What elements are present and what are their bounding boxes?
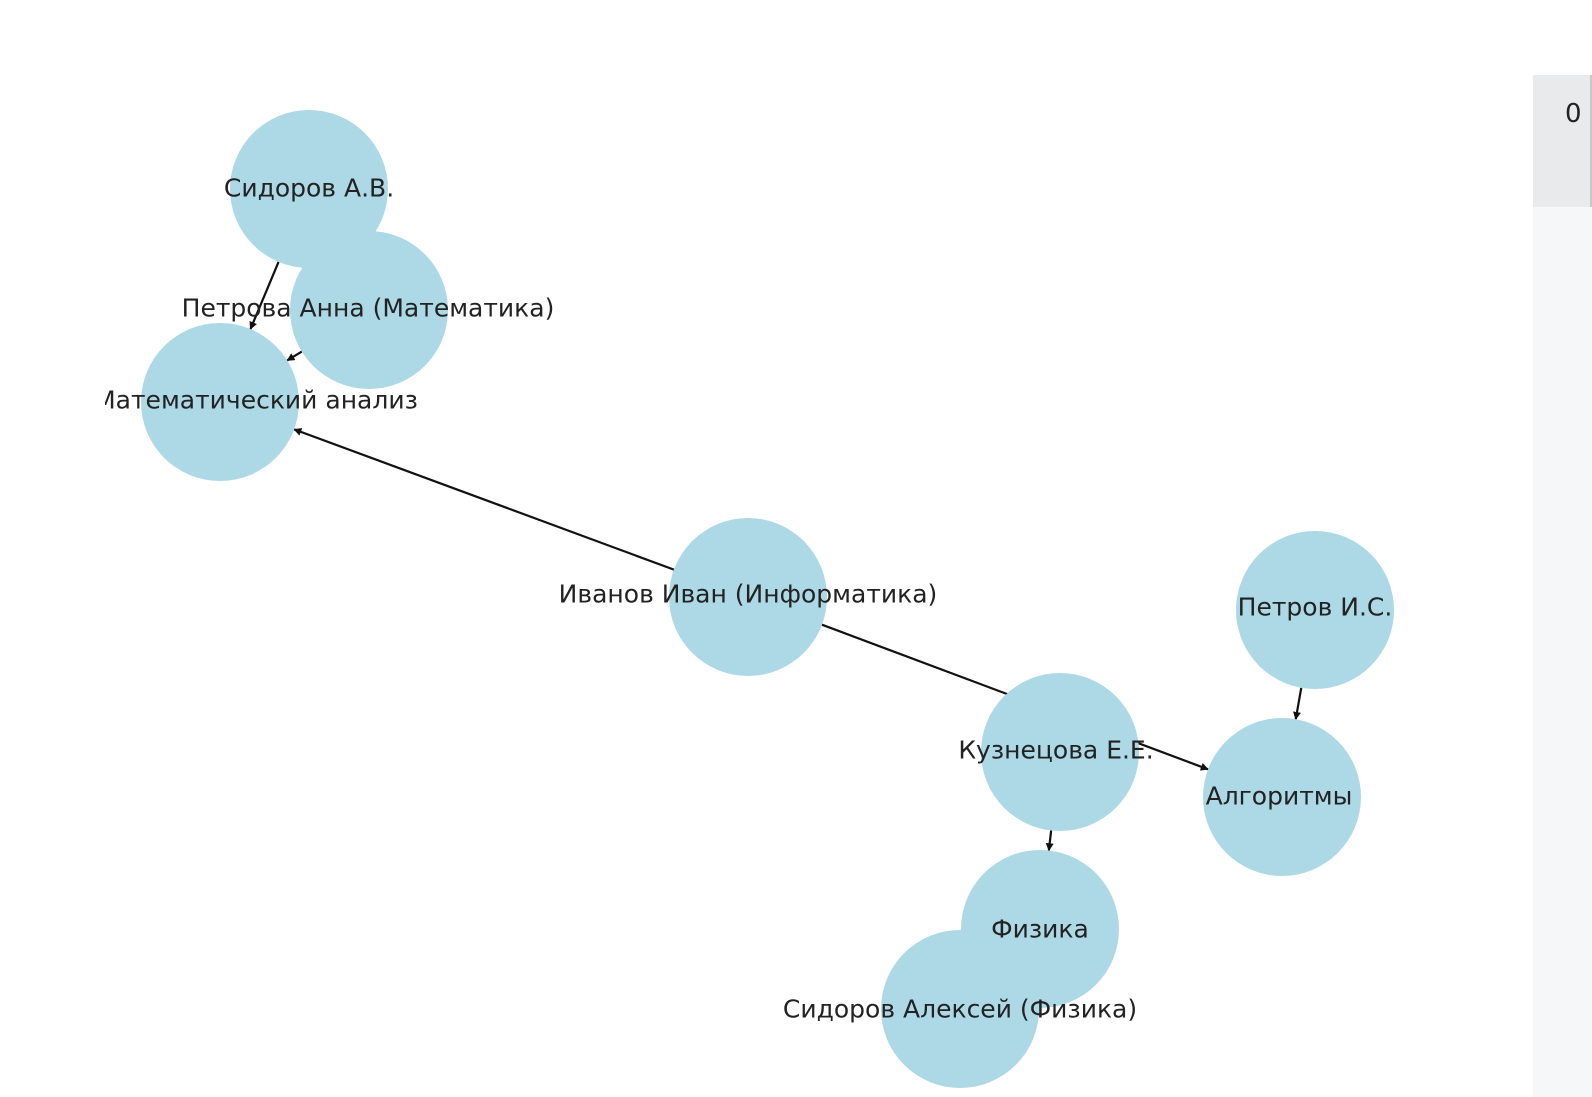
node-sidorov_av bbox=[230, 110, 388, 268]
nodes-layer bbox=[141, 110, 1394, 1088]
side-panel: 0 bbox=[1533, 75, 1592, 1097]
labels-layer: Сидоров А.В. Петрова Анна (Математика) Мат… bbox=[94, 174, 1393, 1024]
edge-ivanov_ivan-to-mat_analiz bbox=[293, 428, 675, 571]
edge-kuznetsova_ee-to-fizika bbox=[1045, 830, 1054, 852]
node-label-ivanov_ivan: Иванов Иван (Информатика) bbox=[559, 580, 938, 609]
node-label-fizika: Физика bbox=[991, 915, 1089, 944]
node-label-petrova_anna: Петрова Анна (Математика) bbox=[182, 294, 555, 323]
node-ivanov_ivan bbox=[669, 518, 827, 676]
node-label-kuznetsova_ee: Кузнецова Е.Е. bbox=[958, 736, 1153, 765]
node-kuznetsova_ee bbox=[981, 673, 1139, 831]
side-panel-edge bbox=[1590, 75, 1592, 207]
edge-petrova_anna-to-mat_analiz bbox=[286, 350, 303, 362]
side-panel-value: 0 bbox=[1565, 99, 1582, 129]
node-label-mat_analiz: Математический анализ bbox=[94, 386, 418, 415]
node-label-petrov_is: Петров И.С. bbox=[1238, 593, 1393, 622]
node-petrov_is bbox=[1236, 531, 1394, 689]
edge-petrov_is-to-algoritmy bbox=[1293, 687, 1303, 720]
node-petrova_anna bbox=[290, 231, 448, 389]
node-label-algoritmy: Алгоритмы bbox=[1206, 782, 1353, 811]
node-algoritmy bbox=[1203, 718, 1361, 876]
node-sidorov_aleksey bbox=[881, 930, 1039, 1088]
node-label-sidorov_aleksey: Сидоров Алексей (Физика) bbox=[783, 995, 1137, 1024]
edge-sidorov_av-to-mat_analiz bbox=[249, 261, 280, 330]
node-label-sidorov_av: Сидоров А.В. bbox=[224, 174, 394, 203]
node-mat_analiz bbox=[141, 323, 299, 481]
side-panel-header: 0 bbox=[1533, 75, 1592, 207]
